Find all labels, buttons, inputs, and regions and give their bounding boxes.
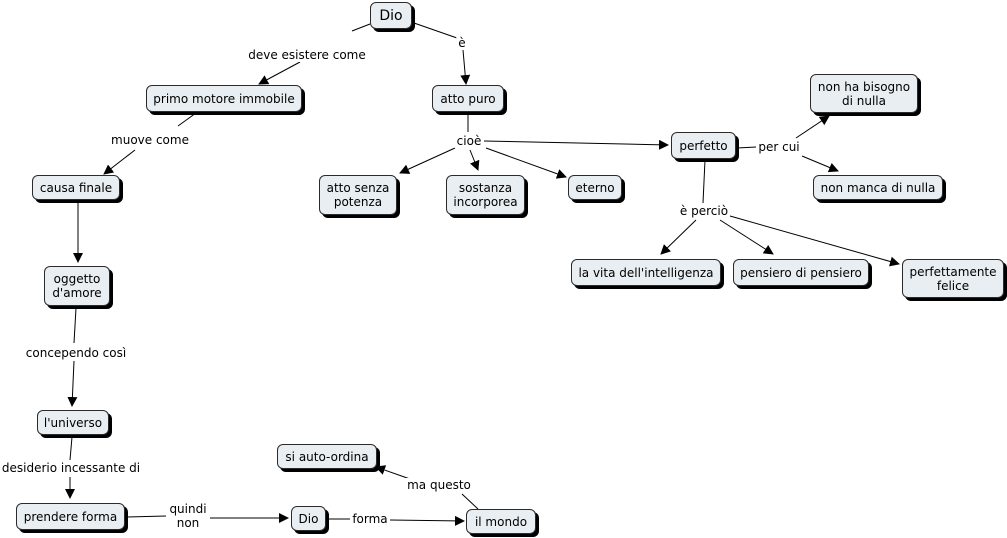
link-label-muove-come: muove come [109,133,191,147]
link-label-deve-esistere-come: deve esistere come [246,48,368,62]
link-line [483,139,669,150]
link-line [258,61,301,85]
link-label-e-percio: è perciò [677,204,731,218]
link-line [736,146,757,149]
link-line [389,515,465,526]
link-line [460,49,471,85]
node-prendere-forma[interactable]: prendere forma [16,503,125,530]
node-pensiero-di-pensiero[interactable]: pensiero di pensiero [733,259,869,286]
link-line [719,219,774,255]
link-line [67,360,78,407]
link-line [103,149,136,175]
link-label-e: è [456,36,468,50]
link-line [351,23,371,32]
node-causa-finale[interactable]: causa finale [32,175,120,200]
link-line [73,307,77,344]
link-label-ma-questo: ma questo [405,478,473,492]
node-sostanza-incorporea[interactable]: sostanza incorporea [446,175,525,215]
node-il-mondo[interactable]: il mondo [466,509,536,534]
node-primo-motore-immobile[interactable]: primo motore immobile [146,85,302,112]
link-line [801,155,839,173]
link-label-per-cui: per cui [756,140,802,154]
link-label-concependo-cosi: concependo così [23,346,129,360]
link-line [702,159,706,204]
link-line [795,115,830,139]
node-oggetto-amore[interactable]: oggetto d'amore [44,266,110,306]
node-perfettamente-felice[interactable]: perfettamente felice [902,259,1004,298]
link-line [729,215,900,267]
node-non-ha-bisogno-di-nulla[interactable]: non ha bisogno di nulla [810,74,918,113]
link-line [124,515,167,518]
node-eterno[interactable]: eterno [568,175,622,200]
node-perfetto[interactable]: perfetto [671,132,736,159]
node-non-manca-di-nulla[interactable]: non manca di nulla [813,175,943,200]
node-universo[interactable]: l'universo [37,410,109,435]
link-line [375,465,411,480]
node-si-auto-ordina[interactable]: si auto-ordina [277,444,377,469]
node-dio-bottom[interactable]: Dio [291,506,326,531]
node-dio-top[interactable]: Dio [370,2,412,29]
link-line [413,22,458,39]
link-label-cioe: cioè [454,134,484,148]
link-line [399,147,456,174]
link-line [469,149,480,171]
link-label-quindi-non: quindi non [167,502,209,530]
link-line [660,219,697,255]
link-label-desiderio-incessante: desiderio incessante di [0,461,143,475]
link-line [177,112,197,127]
node-atto-senza-potenza[interactable]: atto senza potenza [319,175,397,215]
link-line [485,147,567,179]
link-line [461,493,479,510]
node-atto-puro[interactable]: atto puro [432,85,504,112]
node-vita-intelligenza[interactable]: la vita dell'intelligenza [571,259,721,286]
link-line [69,436,73,461]
link-label-forma: forma [350,512,390,526]
